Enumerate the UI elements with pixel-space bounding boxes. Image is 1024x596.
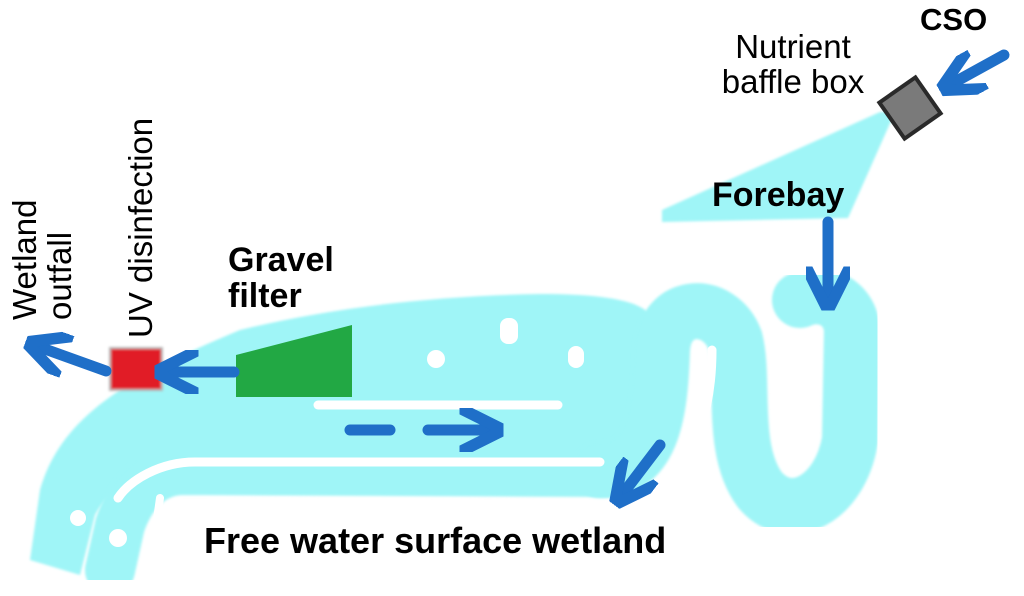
arrow-outfall: [42, 348, 112, 371]
island: [427, 350, 445, 368]
berm-bottom-left: [146, 494, 164, 574]
island: [568, 346, 584, 368]
wetland-outfall-label-line2: outfall: [40, 231, 78, 320]
gravel-filter-label-line2: filter: [228, 276, 302, 315]
arrow-cso-inflow: [955, 49, 1010, 82]
gravel-filter-label: Gravel filter: [228, 241, 334, 315]
berm-serpentine: [675, 345, 717, 475]
uv-disinfection-box: [109, 347, 163, 391]
uv-disinfection-label: UV disinfection: [122, 117, 159, 338]
free-water-surface-wetland-label: Free water surface wetland: [204, 520, 667, 561]
nutrient-baffle-box-label-line1: Nutrient: [735, 28, 851, 65]
island: [109, 529, 127, 547]
wetland-outfall-label: Wetland outfall: [6, 199, 78, 320]
gravel-filter-block: [236, 325, 352, 397]
berm-lower: [113, 457, 605, 503]
wetland-outfall-label-line1: Wetland: [6, 199, 43, 320]
arrow-wetland-diagonal: [625, 439, 666, 491]
island: [70, 510, 86, 526]
nutrient-baffle-box: [876, 74, 944, 142]
forebay-label: Forebay: [712, 176, 845, 214]
nutrient-baffle-box-label: Nutrient baffle box: [703, 28, 883, 100]
cso-label: CSO: [920, 2, 988, 37]
wetland-lower-channel: [85, 445, 645, 595]
nutrient-baffle-box-label-line2: baffle box: [721, 62, 865, 100]
wetland-serpentine-channel: [572, 268, 880, 534]
island: [500, 318, 518, 344]
forebay-pond: [662, 112, 895, 222]
gravel-filter-label-line1: Gravel: [228, 241, 334, 279]
